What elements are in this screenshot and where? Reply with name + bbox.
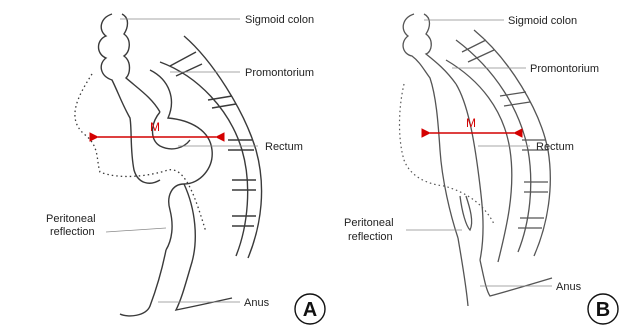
label-sigmoid-colon: Sigmoid colon bbox=[508, 15, 577, 27]
measure-label: M bbox=[150, 120, 160, 134]
label-peritoneal-line1: Peritoneal bbox=[46, 213, 96, 225]
peritoneal-dotted-line bbox=[75, 74, 206, 232]
label-promontorium: Promontorium bbox=[530, 63, 599, 75]
label-peritoneal-line1: Peritoneal bbox=[344, 217, 394, 229]
label-promontorium: Promontorium bbox=[245, 67, 314, 79]
measure-label: M bbox=[466, 116, 476, 130]
vertebrae bbox=[170, 52, 256, 226]
rectum-shape bbox=[150, 70, 212, 250]
rectum-shape bbox=[456, 84, 483, 260]
panel-b: M Sigmoid colon Promontorium Rectum Peri… bbox=[344, 14, 618, 324]
label-rectum: Rectum bbox=[536, 141, 574, 153]
panel-letter: B bbox=[596, 299, 610, 321]
panel-letter: A bbox=[303, 299, 317, 321]
leader-peritoneal bbox=[106, 228, 166, 232]
peritoneal-dotted-line bbox=[400, 84, 495, 224]
anal-canal-shape bbox=[120, 250, 166, 316]
label-rectum: Rectum bbox=[265, 141, 303, 153]
anal-canal-shape bbox=[458, 238, 468, 306]
label-sigmoid-colon: Sigmoid colon bbox=[245, 14, 314, 26]
sacrum-shape bbox=[160, 62, 248, 256]
label-anus: Anus bbox=[244, 297, 270, 309]
label-peritoneal-line2: reflection bbox=[50, 226, 95, 238]
label-peritoneal-line2: reflection bbox=[348, 231, 393, 243]
sigmoid-colon-shape bbox=[99, 14, 161, 183]
label-anus: Anus bbox=[556, 281, 582, 293]
panel-a: M Sigmoid colon Promontorium Rectum Peri… bbox=[46, 14, 325, 324]
